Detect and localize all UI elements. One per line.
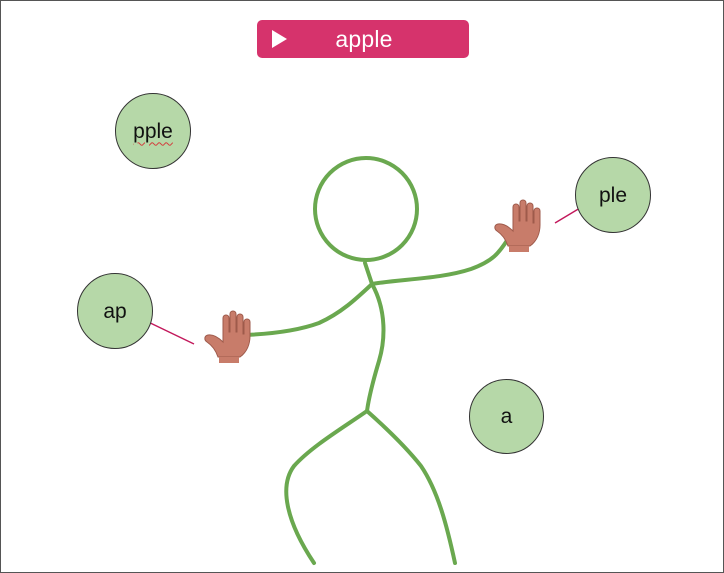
bubble-label: ap [103, 299, 127, 323]
stick-figure-left-arm [243, 282, 374, 337]
syllable-bubble-ple[interactable]: ple [575, 157, 651, 233]
right-hand-icon[interactable] [494, 199, 541, 252]
bubble-label: ple [598, 183, 628, 207]
stick-figure-neck [363, 261, 374, 286]
bubble-label: pple [133, 119, 173, 143]
stick-figure-head [313, 156, 419, 262]
stick-figure-right-arm [370, 237, 510, 286]
syllable-bubble-a[interactable]: a [469, 379, 544, 454]
stick-figure-torso [365, 282, 386, 413]
target-word-label: apple [335, 25, 393, 52]
left-hand-icon[interactable] [204, 310, 251, 363]
syllable-bubble-ap[interactable]: ap [77, 273, 153, 349]
syllable-bubble-pple[interactable]: pple [115, 93, 191, 169]
target-word-play-button[interactable]: apple [257, 20, 469, 58]
stick-figure-left-leg [284, 409, 369, 565]
bubble-label: a [500, 405, 513, 428]
stick-figure-right-leg [365, 409, 457, 565]
play-icon [272, 30, 287, 48]
